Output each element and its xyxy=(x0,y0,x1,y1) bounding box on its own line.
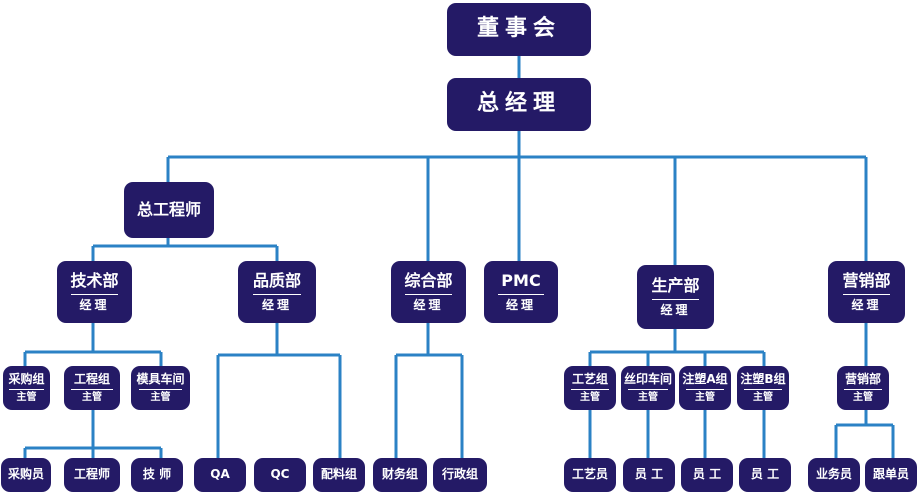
dept-pmc-name: PMC xyxy=(501,270,541,290)
group-silkscreen-name: 丝印车间 xyxy=(623,371,672,386)
dept-sales-name: 营销部 xyxy=(842,270,891,290)
group-purchase-role: 主管 xyxy=(16,392,37,404)
leaf-worker-label: 员 工 xyxy=(692,467,722,482)
dept-tech-role: 经理 xyxy=(79,298,110,313)
leaf-craftsman-label: 工艺员 xyxy=(571,467,608,482)
leaf-salesman[interactable]: 业务员 xyxy=(808,458,860,492)
group-craft-role: 主管 xyxy=(580,392,600,404)
dept-pmc-role: 经理 xyxy=(505,298,536,313)
group-mold-box[interactable]: 模具车间 主管 xyxy=(131,366,190,410)
dept-sales-box[interactable]: 营销部 经理 xyxy=(828,261,905,323)
group-sales-role: 主管 xyxy=(853,392,873,404)
chief-engineer-box[interactable]: 总工程师 xyxy=(124,182,214,238)
dept-pmc-box[interactable]: PMC 经理 xyxy=(484,261,558,323)
leaf-mixing-group[interactable]: 配料组 xyxy=(313,458,365,492)
divider xyxy=(842,294,891,296)
leaf-worker-label: 员 工 xyxy=(634,467,664,482)
leaf-admin-group-label: 行政组 xyxy=(441,467,478,482)
group-engineering-box[interactable]: 工程组 主管 xyxy=(64,366,120,410)
group-silkscreen-box[interactable]: 丝印车间 主管 xyxy=(621,366,675,410)
dept-admin-box[interactable]: 综合部 经理 xyxy=(391,261,466,323)
divider xyxy=(71,294,118,296)
board-label: 董事会 xyxy=(476,16,561,42)
group-injection-b-box[interactable]: 注塑B组 主管 xyxy=(737,366,789,410)
leaf-craftsman[interactable]: 工艺员 xyxy=(564,458,616,492)
leaf-buyer[interactable]: 采购员 xyxy=(1,458,51,492)
chief-engineer-label: 总工程师 xyxy=(136,200,201,220)
dept-sales-role: 经理 xyxy=(851,298,882,313)
leaf-admin-group[interactable]: 行政组 xyxy=(433,458,487,492)
dept-production-name: 生产部 xyxy=(651,275,700,295)
divider xyxy=(570,389,610,391)
group-engineering-role: 主管 xyxy=(82,392,102,404)
leaf-salesman-label: 业务员 xyxy=(815,467,852,482)
group-injection-a-role: 主管 xyxy=(695,392,715,404)
leaf-qc-label: QC xyxy=(270,467,290,482)
leaf-engineer-label: 工程师 xyxy=(73,467,110,482)
board-box[interactable]: 董事会 xyxy=(447,3,591,56)
leaf-worker[interactable]: 员 工 xyxy=(681,458,733,492)
group-sales-box[interactable]: 营销部 主管 xyxy=(837,366,889,410)
dept-production-role: 经理 xyxy=(660,303,691,318)
group-purchase-name: 采购组 xyxy=(8,371,45,386)
divider xyxy=(498,294,544,296)
divider xyxy=(685,389,725,391)
group-sales-name: 营销部 xyxy=(844,371,881,386)
dept-production-box[interactable]: 生产部 经理 xyxy=(637,265,714,329)
dept-admin-role: 经理 xyxy=(413,298,444,313)
leaf-qa-label: QA xyxy=(210,467,230,482)
divider xyxy=(252,294,302,296)
dept-admin-name: 综合部 xyxy=(404,270,453,290)
leaf-finance-group-label: 财务组 xyxy=(381,467,418,482)
dept-quality-box[interactable]: 品质部 经理 xyxy=(238,261,316,323)
group-injection-a-box[interactable]: 注塑A组 主管 xyxy=(679,366,731,410)
group-craft-name: 工艺组 xyxy=(571,371,608,386)
divider xyxy=(9,389,44,391)
leaf-worker-label: 员 工 xyxy=(750,467,780,482)
dept-quality-role: 经理 xyxy=(261,298,292,313)
group-injection-b-role: 主管 xyxy=(753,392,773,404)
dept-tech-box[interactable]: 技术部 经理 xyxy=(57,261,132,323)
group-silkscreen-role: 主管 xyxy=(638,392,658,404)
divider xyxy=(138,389,183,391)
divider xyxy=(651,299,700,301)
divider xyxy=(743,389,783,391)
leaf-worker[interactable]: 员 工 xyxy=(739,458,791,492)
divider xyxy=(405,294,452,296)
leaf-qa[interactable]: QA xyxy=(194,458,246,492)
leaf-mixing-group-label: 配料组 xyxy=(320,467,357,482)
leaf-technician-label: 技 师 xyxy=(142,467,172,482)
group-injection-b-name: 注塑B组 xyxy=(740,371,786,386)
group-mold-role: 主管 xyxy=(150,392,171,404)
leaf-order-follower[interactable]: 跟单员 xyxy=(865,458,917,492)
divider xyxy=(71,389,113,391)
general-manager-box[interactable]: 总经理 xyxy=(447,78,591,131)
leaf-qc[interactable]: QC xyxy=(254,458,306,492)
group-purchase-box[interactable]: 采购组 主管 xyxy=(3,366,50,410)
leaf-worker[interactable]: 员 工 xyxy=(623,458,675,492)
leaf-order-follower-label: 跟单员 xyxy=(872,467,909,482)
dept-quality-name: 品质部 xyxy=(252,270,301,290)
leaf-buyer-label: 采购员 xyxy=(7,467,44,482)
divider xyxy=(843,389,883,391)
group-engineering-name: 工程组 xyxy=(73,371,110,386)
leaf-engineer[interactable]: 工程师 xyxy=(64,458,120,492)
dept-tech-name: 技术部 xyxy=(70,270,119,290)
leaf-finance-group[interactable]: 财务组 xyxy=(373,458,427,492)
general-manager-label: 总经理 xyxy=(476,91,561,117)
group-injection-a-name: 注塑A组 xyxy=(682,371,728,386)
group-mold-name: 模具车间 xyxy=(136,371,185,386)
divider xyxy=(628,389,668,391)
group-craft-box[interactable]: 工艺组 主管 xyxy=(564,366,616,410)
leaf-technician[interactable]: 技 师 xyxy=(131,458,183,492)
